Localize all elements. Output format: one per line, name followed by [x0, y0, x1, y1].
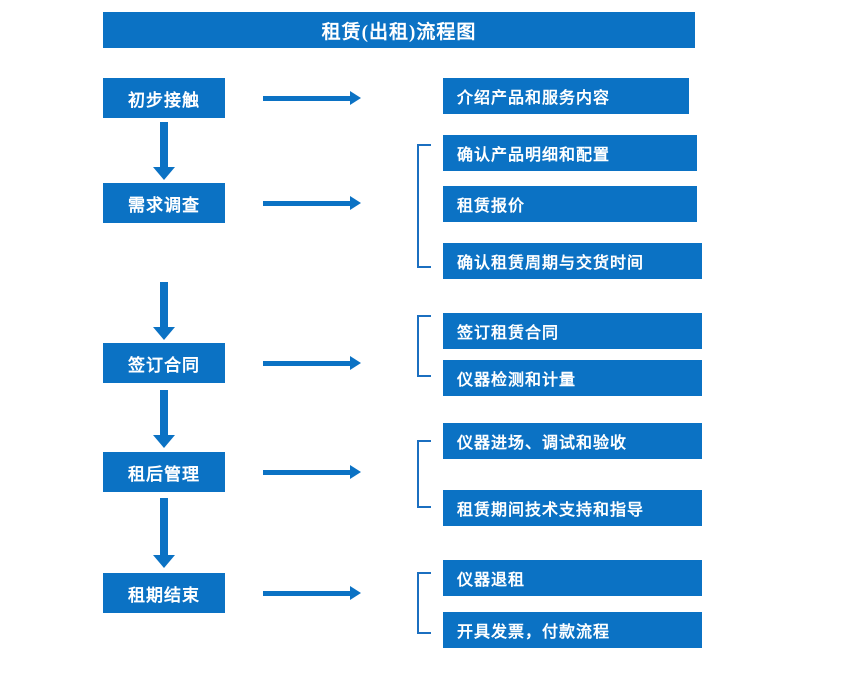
bracket-group-2 [417, 144, 431, 268]
stage-box-4[interactable]: 租后管理 [103, 452, 225, 492]
stage-box-2[interactable]: 需求调查 [103, 183, 225, 223]
horizontal-arrow-3 [263, 356, 361, 370]
stage-box-5[interactable]: 租期结束 [103, 573, 225, 613]
horizontal-arrow-4 [263, 465, 361, 479]
detail-box-9[interactable]: 仪器退租 [443, 560, 702, 596]
stage-box-1[interactable]: 初步接触 [103, 78, 225, 118]
stage-box-3[interactable]: 签订合同 [103, 343, 225, 383]
vertical-arrow-2 [153, 282, 175, 340]
detail-box-6[interactable]: 仪器检测和计量 [443, 360, 702, 396]
bracket-group-3 [417, 315, 431, 377]
bracket-group-5 [417, 572, 431, 634]
bracket-group-4 [417, 440, 431, 508]
detail-box-4[interactable]: 确认租赁周期与交货时间 [443, 243, 702, 279]
detail-box-1[interactable]: 介绍产品和服务内容 [443, 78, 689, 114]
vertical-arrow-3 [153, 390, 175, 448]
detail-box-8[interactable]: 租赁期间技术支持和指导 [443, 490, 702, 526]
horizontal-arrow-1 [263, 91, 361, 105]
detail-box-7[interactable]: 仪器进场、调试和验收 [443, 423, 702, 459]
vertical-arrow-4 [153, 498, 175, 568]
detail-box-3[interactable]: 租赁报价 [443, 186, 697, 222]
horizontal-arrow-2 [263, 196, 361, 210]
detail-box-5[interactable]: 签订租赁合同 [443, 313, 702, 349]
detail-box-10[interactable]: 开具发票，付款流程 [443, 612, 702, 648]
vertical-arrow-1 [153, 122, 175, 180]
horizontal-arrow-5 [263, 586, 361, 600]
page-title: 租赁(出租)流程图 [103, 12, 695, 48]
detail-box-2[interactable]: 确认产品明细和配置 [443, 135, 697, 171]
